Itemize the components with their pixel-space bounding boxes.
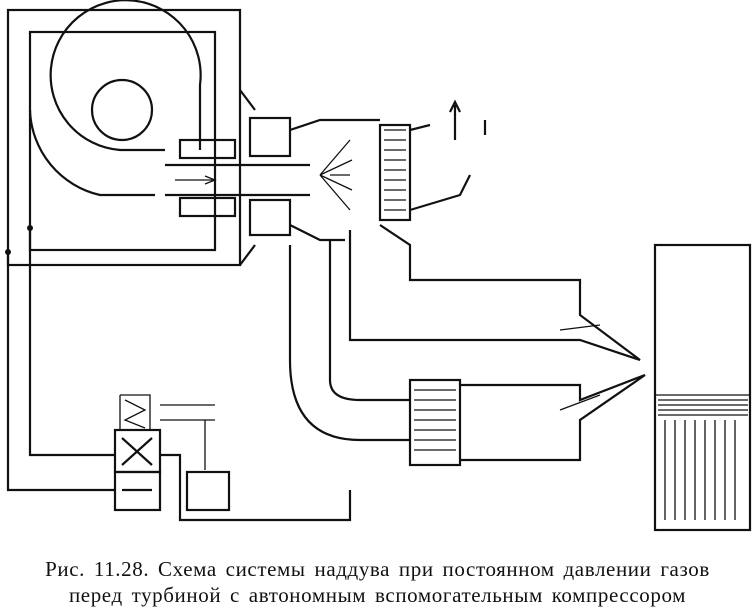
figure-caption-line-1: Рис. 11.28. Схема системы наддува при по… [45, 557, 710, 581]
control-valve [6, 228, 352, 522]
engine-cylinder [653, 243, 752, 532]
turbocharger [165, 89, 487, 266]
ducts [288, 224, 646, 467]
supercharging-system-diagram [5, 0, 752, 532]
auxiliary-compressor [5, 0, 242, 267]
figure-caption-line-2: перед турбиной с автономным вспомогатель… [68, 583, 687, 607]
